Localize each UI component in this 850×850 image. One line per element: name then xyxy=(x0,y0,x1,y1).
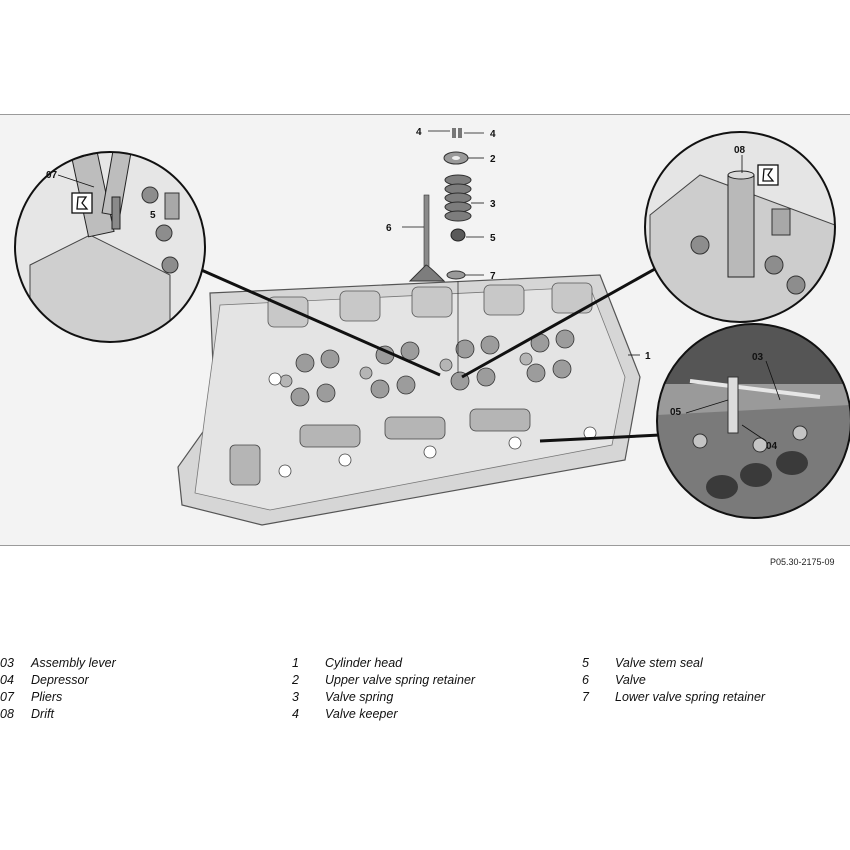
legend-text: Valve keeper xyxy=(325,707,398,721)
legend-text: Pliers xyxy=(31,690,63,704)
legend-code: 4 xyxy=(292,707,299,721)
legend-code: 3 xyxy=(292,690,299,704)
legend-code: 5 xyxy=(582,656,589,670)
legend-text: Valve stem seal xyxy=(615,656,703,670)
cylinder-head-illustration: 03 1 2 3 4 4 5 5 6 7 04 05 07 08 xyxy=(14,127,850,526)
legend-text: Lower valve spring retainer xyxy=(615,690,766,704)
legend-code: 07 xyxy=(0,690,14,704)
legend-code: 1 xyxy=(292,656,299,670)
legend-code: 03 xyxy=(0,656,14,670)
legend-text: Drift xyxy=(31,707,54,721)
figure-code: P05.30-2175-09 xyxy=(770,557,835,567)
callout-label: 08 xyxy=(734,145,746,156)
callout-labels: 03 1 2 3 4 4 5 5 6 7 04 05 07 08 xyxy=(46,127,778,452)
callout-label: 5 xyxy=(150,210,156,221)
callout-label: 4 xyxy=(490,129,496,140)
legend-text: Valve xyxy=(615,673,646,687)
callout-label: 1 xyxy=(645,351,651,362)
callout-label: 6 xyxy=(386,223,392,234)
callout-label: 04 xyxy=(766,441,778,452)
legend-text: Depressor xyxy=(31,673,89,687)
detail-circle-pliers xyxy=(14,151,206,343)
detail-circle-assembly-lever xyxy=(656,323,850,519)
legend-text: Cylinder head xyxy=(325,656,403,670)
legend-code: 04 xyxy=(0,673,14,687)
figure-frame: 03 1 2 3 4 4 5 5 6 7 04 05 07 08 xyxy=(0,114,850,546)
callout-label: 03 xyxy=(752,352,764,363)
legend-code: 2 xyxy=(292,673,299,687)
detail-circle-drift xyxy=(644,131,836,323)
callout-label: 4 xyxy=(416,127,422,138)
callout-label: 2 xyxy=(490,154,496,165)
callout-label: 3 xyxy=(490,199,496,210)
callout-label: 5 xyxy=(490,233,496,244)
callout-label: 07 xyxy=(46,170,58,181)
legend-text: Valve spring xyxy=(325,690,394,704)
legend-code: 08 xyxy=(0,707,14,721)
legend-code: 7 xyxy=(582,690,589,704)
torque-tool-icon xyxy=(757,164,779,186)
callout-label: 7 xyxy=(490,271,496,282)
cylinder-head xyxy=(177,274,641,526)
exploded-valve-parts xyxy=(408,128,472,373)
legend-text: Assembly lever xyxy=(31,656,116,670)
legend-text: Upper valve spring retainer xyxy=(325,673,476,687)
torque-tool-icon xyxy=(71,192,93,214)
callout-label: 05 xyxy=(670,407,682,418)
legend-code: 6 xyxy=(582,673,589,687)
